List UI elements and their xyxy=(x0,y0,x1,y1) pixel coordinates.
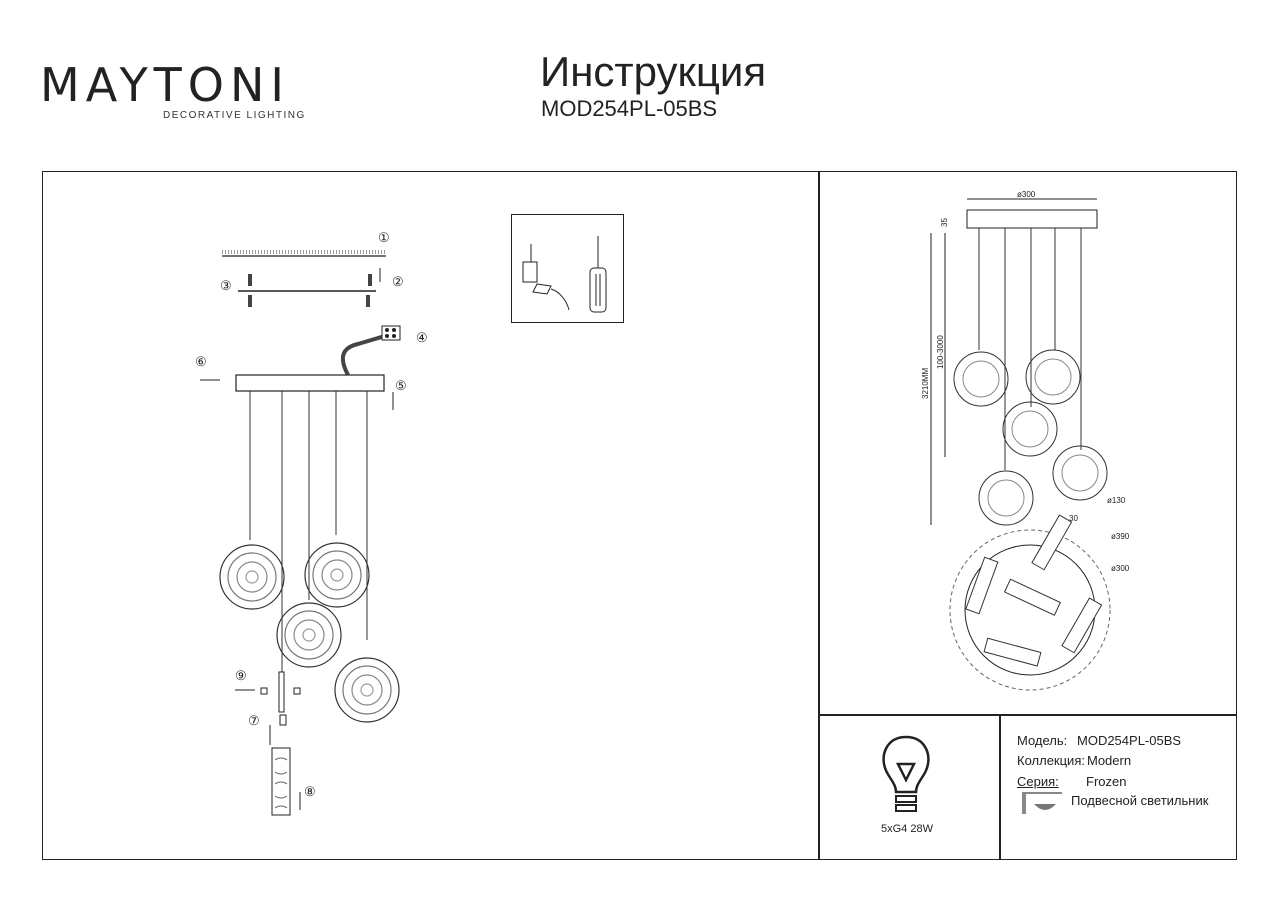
brand-tagline: DECORATIVE LIGHTING xyxy=(163,110,306,121)
collection-label: Коллекция: xyxy=(1017,753,1085,768)
g4-bulb-icon xyxy=(260,687,268,695)
series-value: Frozen xyxy=(1086,774,1127,789)
bulb-spec-label: 5xG4 28W xyxy=(881,823,933,835)
canopy-outline xyxy=(966,209,1098,229)
canopy-height-label: 35 xyxy=(940,218,949,227)
canopy-diameter-label: ø300 xyxy=(1017,190,1036,199)
outer-diameter-label: ø390 xyxy=(1111,532,1130,541)
drawing-frame xyxy=(42,171,1237,860)
lightbulb-icon xyxy=(882,735,930,812)
total-height-label: 3210MM xyxy=(921,368,930,399)
angle-label: 30 xyxy=(1069,514,1078,523)
frame-divider-horizontal xyxy=(818,714,1237,716)
model-value: MOD254PL-05BS xyxy=(1077,733,1182,748)
socket-rod xyxy=(278,671,285,713)
callout-4: ④ xyxy=(416,330,428,345)
callout-3: ③ xyxy=(220,278,232,293)
tools-box xyxy=(511,214,624,323)
callout-7: ⑦ xyxy=(248,713,260,728)
terminal-block-icon xyxy=(381,325,401,341)
assembly-diagram: ① ② ③ ④ ⑤ ⑥ ⑦ ⑧ ⑨ xyxy=(195,230,428,816)
callout-1: ① xyxy=(378,230,390,245)
outer-circle xyxy=(949,529,1111,691)
fixture-type-value: Подвесной светильник xyxy=(1071,793,1209,808)
collection-value: Modern xyxy=(1087,753,1132,768)
model-subtitle: MOD254PL-05BS xyxy=(541,96,718,121)
pendant-type-icon xyxy=(1022,792,1062,814)
ceiling-hatch xyxy=(222,250,386,257)
callout-2: ② xyxy=(392,274,404,289)
callout-9: ⑨ xyxy=(235,668,247,683)
dimension-drawing: ø300 35 100-3000 3210MM ø130 30 ø390 ø30… xyxy=(921,190,1130,691)
page-title: Инструкция xyxy=(540,48,767,95)
shade-outlines xyxy=(953,349,1108,526)
inner-diameter-label: ø300 xyxy=(1111,564,1130,573)
drill-icon xyxy=(522,244,570,311)
pendant-shades xyxy=(219,542,400,723)
screw-icon xyxy=(248,274,372,307)
series-label: Серия: xyxy=(1017,774,1059,789)
screwdriver-icon xyxy=(589,236,607,313)
socket-icon xyxy=(293,687,301,695)
callout-6: ⑥ xyxy=(195,354,207,369)
power-cable xyxy=(340,334,386,376)
callout-8: ⑧ xyxy=(304,784,316,799)
lamp-holder-icon xyxy=(279,714,287,726)
canopy xyxy=(235,374,385,392)
callout-5: ⑤ xyxy=(395,378,407,393)
cable-range-label: 100-3000 xyxy=(936,335,945,369)
frame-divider-vertical xyxy=(818,171,820,860)
diffuser-top-views xyxy=(965,514,1103,667)
model-label: Модель: xyxy=(1017,733,1068,748)
shade-diameter-label: ø130 xyxy=(1107,496,1126,505)
frame-divider-spec xyxy=(999,714,1001,860)
brand-logo: MAYTONI xyxy=(40,58,290,112)
